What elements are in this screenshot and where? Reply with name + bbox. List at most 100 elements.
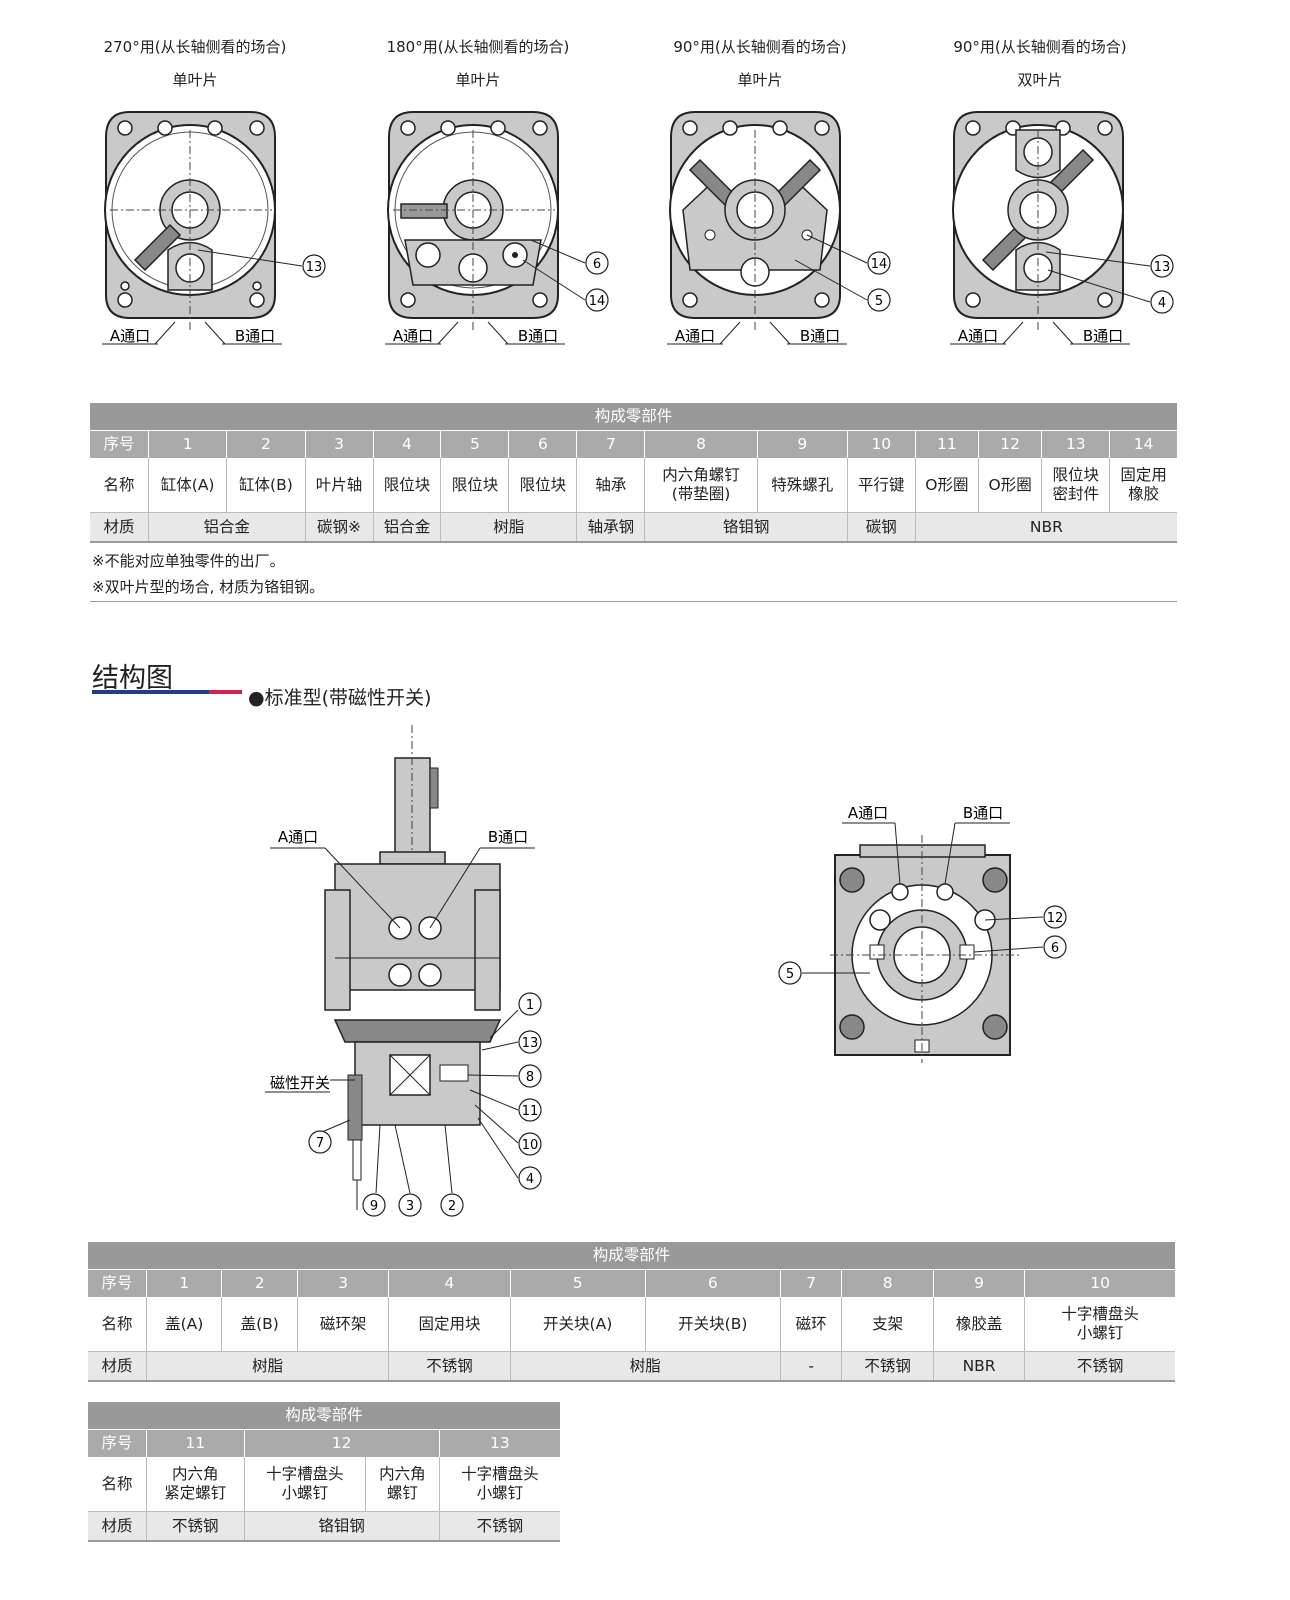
- row-label-material: 材质: [90, 512, 149, 543]
- part-number: 12: [978, 430, 1043, 458]
- part-material: 树脂: [146, 1351, 390, 1382]
- part-number: 5: [510, 1269, 646, 1297]
- part-number: 2: [226, 430, 306, 458]
- part-number: 8: [644, 430, 758, 458]
- view-diagram-90-double: 13 4 A通口 B通口: [950, 111, 1174, 345]
- part-number: 7: [780, 1269, 843, 1297]
- callout-5: 5: [786, 967, 794, 982]
- callout-2: 2: [448, 1199, 456, 1214]
- part-number: 11: [915, 430, 980, 458]
- view-angle-2: 180°用(从长轴侧看的场合): [386, 38, 570, 56]
- part-material: 铝合金: [373, 512, 442, 543]
- callout-10: 10: [522, 1138, 539, 1153]
- part-name: 限位块: [440, 458, 510, 513]
- divider: [90, 601, 1177, 602]
- view-vane-3: 单叶片: [737, 71, 783, 89]
- part-number: 3: [305, 430, 374, 458]
- part-material: 树脂: [440, 512, 578, 543]
- callout-11: 11: [522, 1104, 539, 1119]
- table-caption: 构成零部件: [88, 1242, 1175, 1270]
- view-vane-4: 双叶片: [1017, 71, 1063, 89]
- callout-8: 8: [526, 1070, 534, 1085]
- part-name: 固定用块: [388, 1297, 511, 1352]
- port-b-label: B通口: [800, 327, 840, 345]
- part-number: 9: [933, 1269, 1026, 1297]
- callout-7: 7: [316, 1136, 324, 1151]
- view-vane-1: 单叶片: [172, 71, 218, 89]
- port-b-label: B通口: [518, 327, 558, 345]
- part-number: 1: [146, 1269, 223, 1297]
- magnetic-switch-label: 磁性开关: [270, 1074, 330, 1092]
- part-material: 铬钼钢: [244, 1511, 440, 1542]
- part-number: 10: [847, 430, 916, 458]
- part-material: 不锈钢: [439, 1511, 560, 1542]
- port-a-label: A通口: [110, 327, 150, 345]
- part-number: 4: [373, 430, 442, 458]
- part-material: 轴承钢: [576, 512, 646, 543]
- callout-14: 14: [589, 294, 606, 309]
- part-name: 特殊螺孔: [757, 458, 848, 513]
- part-number: 14: [1109, 430, 1177, 458]
- view-diagram-270: 13 A通口 B通口: [102, 111, 326, 345]
- part-name: O形圈: [978, 458, 1043, 513]
- part-name: 叶片轴: [305, 458, 374, 513]
- part-name: 十字槽盘头小螺钉: [1024, 1297, 1175, 1352]
- part-name: 内六角紧定螺钉: [146, 1457, 245, 1512]
- part-material: 树脂: [510, 1351, 781, 1382]
- part-number: 1: [148, 430, 228, 458]
- part-name: 固定用橡胶: [1109, 458, 1177, 513]
- part-name: 磁环架: [297, 1297, 390, 1352]
- port-a-label: A通口: [958, 327, 998, 345]
- part-name: 磁环: [780, 1297, 843, 1352]
- callout-4: 4: [526, 1172, 534, 1187]
- part-number: 12: [244, 1429, 440, 1457]
- callout-13: 13: [522, 1036, 539, 1051]
- port-b-label: B通口: [235, 327, 275, 345]
- part-number: 8: [841, 1269, 934, 1297]
- part-material: 不锈钢: [146, 1511, 245, 1542]
- port-a-label: A通口: [393, 327, 433, 345]
- part-name: 缸体(A): [148, 458, 228, 513]
- part-name: 限位块: [373, 458, 442, 513]
- part-name: 橡胶盖: [933, 1297, 1026, 1352]
- row-label-name: 名称: [88, 1457, 147, 1512]
- note-2: ※双叶片型的场合, 材质为铬钼钢。: [92, 578, 325, 596]
- top-port-a: A通口: [848, 804, 888, 822]
- part-name: O形圈: [915, 458, 980, 513]
- part-name: 开关块(A): [510, 1297, 646, 1352]
- part-name: 平行键: [847, 458, 916, 513]
- part-number: 6: [508, 430, 578, 458]
- part-name: 缸体(B): [226, 458, 306, 513]
- view-diagram-90-single: 14 5 A通口 B通口: [667, 111, 891, 345]
- part-name: 轴承: [576, 458, 646, 513]
- part-material: 不锈钢: [841, 1351, 934, 1382]
- part-number: 13: [1041, 430, 1111, 458]
- section-title: 结构图: [92, 663, 173, 694]
- table-caption: 构成零部件: [88, 1402, 560, 1430]
- port-a-label: A通口: [675, 327, 715, 345]
- part-number: 11: [146, 1429, 245, 1457]
- view-angle-4: 90°用(从长轴侧看的场合): [953, 38, 1127, 56]
- part-material: NBR: [915, 512, 1177, 543]
- part-material: 碳钢: [847, 512, 916, 543]
- part-number: 2: [221, 1269, 298, 1297]
- part-material: -: [780, 1351, 843, 1382]
- view-header-1: 270°用(从长轴侧看的场合) 单叶片: [75, 34, 315, 100]
- part-number: 10: [1024, 1269, 1175, 1297]
- callout-12: 12: [1047, 911, 1064, 926]
- part-material: NBR: [933, 1351, 1026, 1382]
- callout-14: 14: [871, 257, 888, 272]
- view-header-3: 90°用(从长轴侧看的场合) 单叶片: [640, 34, 880, 100]
- part-number: 3: [297, 1269, 390, 1297]
- part-name: 盖(B): [221, 1297, 298, 1352]
- table-caption: 构成零部件: [90, 403, 1177, 431]
- side-port-b: B通口: [488, 828, 528, 846]
- note-1: ※不能对应单独零件的出厂。: [92, 552, 285, 570]
- callout-13: 13: [306, 260, 323, 275]
- part-name: 盖(A): [146, 1297, 223, 1352]
- part-material: 铝合金: [148, 512, 306, 543]
- callout-9: 9: [370, 1199, 378, 1214]
